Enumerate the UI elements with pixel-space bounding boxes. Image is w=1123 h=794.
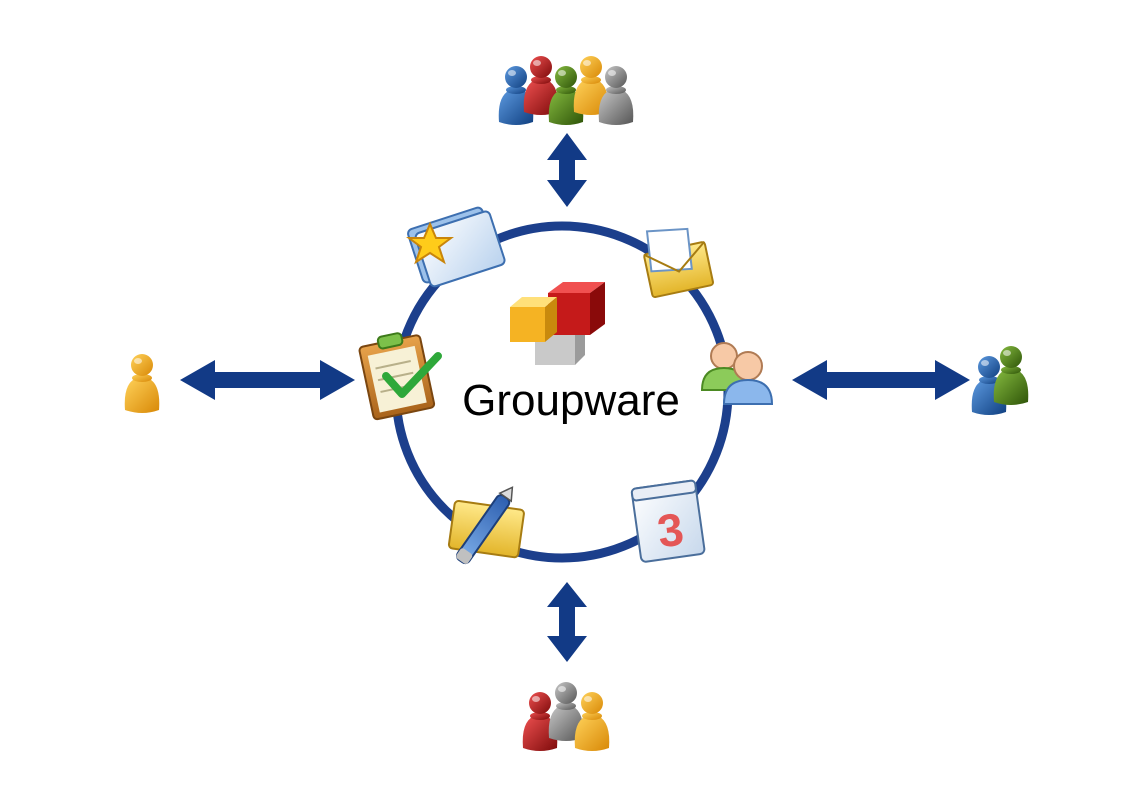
person-red-icon (523, 56, 559, 115)
groupware-cubes-logo (510, 282, 605, 365)
arrow-left (180, 360, 355, 400)
people-group-right (971, 346, 1029, 415)
person-red-icon (522, 692, 558, 751)
person-orange-icon (574, 692, 610, 751)
arrow-bottom (547, 582, 587, 662)
person-orange-icon (124, 354, 160, 413)
mail-envelope-icon[interactable] (639, 220, 714, 299)
person-gray-icon (598, 66, 634, 125)
person-green-icon (993, 346, 1029, 405)
people-groups (124, 56, 1029, 751)
arrow-top (547, 133, 587, 207)
people-group-top (498, 56, 634, 125)
task-clipboard-icon[interactable] (358, 329, 442, 421)
favorites-folder-icon[interactable] (406, 204, 506, 289)
people-group-bottom (522, 682, 610, 751)
calendar-icon[interactable]: 3 (630, 479, 706, 563)
person-gray-icon (548, 682, 584, 741)
people-group-left (124, 354, 160, 413)
groupware-title: Groupware (462, 376, 680, 425)
arrow-right (792, 360, 970, 400)
notes-pen-icon[interactable] (447, 483, 525, 565)
contacts-people-icon[interactable] (700, 342, 774, 405)
